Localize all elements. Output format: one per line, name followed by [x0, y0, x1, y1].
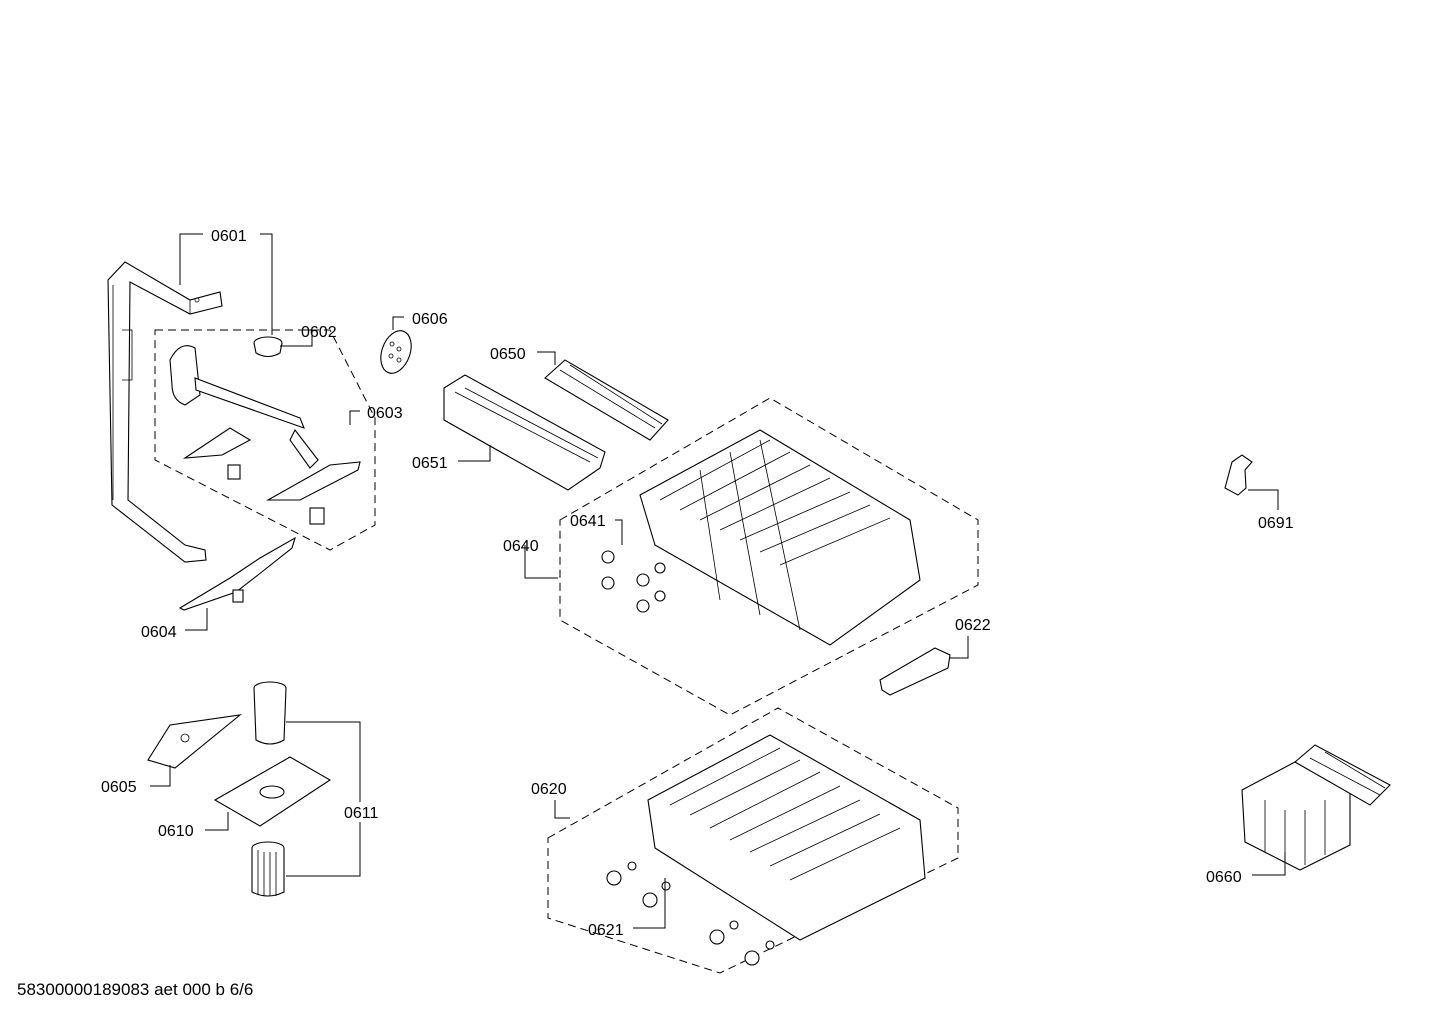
part-0622-handle	[879, 647, 951, 696]
part-0601-feed-pipe	[107, 261, 223, 563]
leader-0660	[1252, 852, 1286, 876]
label-0650: 0650	[490, 346, 526, 363]
label-0620: 0620	[531, 781, 567, 798]
leader-0605	[150, 765, 171, 787]
part-0640-upper-basket	[601, 429, 921, 646]
label-0651: 0651	[412, 455, 448, 472]
label-0640: 0640	[503, 538, 539, 555]
leader-0640	[524, 545, 558, 579]
label-0602: 0602	[301, 324, 337, 341]
part-0603-spray-arm-assembly	[169, 345, 361, 525]
part-0611-filter-cylinder	[251, 681, 287, 897]
label-0691: 0691	[1258, 515, 1294, 532]
part-0610-filter-plate	[213, 756, 332, 827]
leader-0691	[1248, 489, 1279, 510]
leader-0650	[537, 351, 556, 365]
label-0610: 0610	[158, 823, 194, 840]
leader-0601b	[260, 233, 273, 335]
part-0650-cutlery-rack-top	[544, 359, 669, 441]
label-0603: 0603	[367, 405, 403, 422]
leader-0610	[205, 812, 229, 831]
part-0605-filter-cover	[147, 714, 242, 769]
part-0660-cutlery-basket	[1241, 744, 1391, 871]
label-0641: 0641	[570, 513, 606, 530]
leader-0651	[458, 445, 491, 462]
leader-0602	[280, 329, 313, 347]
group-outline-0603	[154, 329, 376, 551]
part-0602-nut	[253, 336, 283, 358]
group-outline-0640	[559, 397, 979, 716]
part-0651-cutlery-rack	[443, 374, 606, 491]
label-0601: 0601	[211, 228, 247, 245]
label-0611: 0611	[344, 805, 379, 822]
part-0691-clip	[1224, 454, 1253, 496]
leader-0604	[185, 608, 208, 631]
document-id: 58300000189083 aet 000 b 6/6	[17, 980, 254, 999]
label-0605: 0605	[101, 779, 137, 796]
part-0604-lower-spray-arm	[178, 536, 296, 611]
leader-0606	[392, 316, 404, 330]
leader-0622	[950, 636, 969, 659]
leader-0611b	[286, 822, 361, 877]
part-0606-strainer-disc	[380, 330, 412, 374]
leader-0601	[179, 233, 203, 285]
leader-0611	[286, 721, 361, 802]
label-0606: 0606	[412, 311, 448, 328]
leader-0621	[633, 878, 666, 929]
leader-0641	[615, 519, 623, 545]
label-0621: 0621	[588, 922, 624, 939]
part-0620-lower-basket	[606, 734, 926, 966]
leader-lines	[150, 233, 1286, 929]
label-0660: 0660	[1206, 869, 1242, 886]
part-labels: 0601 0602 0603 0604 0606 0650 0651 0641 …	[101, 228, 1294, 939]
leader-0603	[349, 410, 360, 425]
group-outline-0620	[547, 707, 959, 974]
leader-0620	[554, 800, 570, 819]
label-0604: 0604	[141, 624, 177, 641]
label-0622: 0622	[955, 617, 991, 634]
